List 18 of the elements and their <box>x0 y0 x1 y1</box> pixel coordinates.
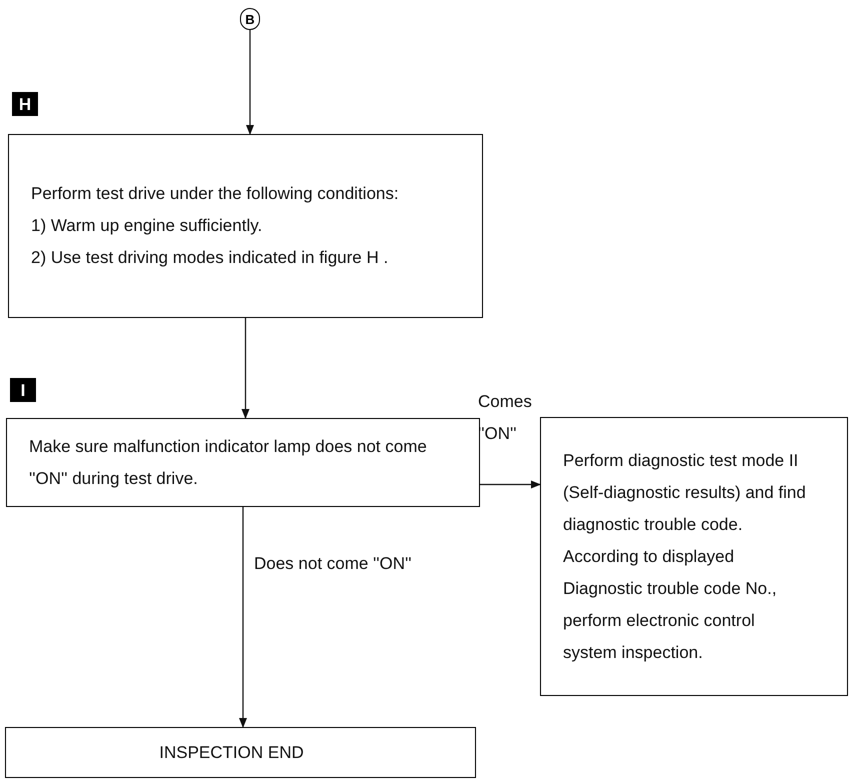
process-box <box>5 727 476 778</box>
process-box <box>6 418 480 507</box>
process-box <box>8 134 483 318</box>
step-badge: I <box>10 378 36 402</box>
arrow <box>239 507 247 728</box>
arrow <box>480 480 541 488</box>
step-badge: H <box>12 92 38 116</box>
arrow <box>246 30 254 135</box>
arrow <box>242 318 250 419</box>
edge-label: Does not come ''ON'' <box>254 553 413 575</box>
box-text: 1) Warm up engine sufficiently. <box>31 215 264 237</box>
process-box <box>540 417 848 696</box>
box-text: Perform test drive under the following conditions: <box>31 183 400 205</box>
box-text: Perform diagnostic test mode II (Self-diagnostic results) and find diagnostic trouble code. According to displayed Diagnostic trouble code No., perform electronic control system inspection. <box>563 450 807 664</box>
box-text: Make sure malfunction indicator lamp does not come ''ON'' during test drive. <box>29 436 428 490</box>
edge-label: Comes ''ON'' <box>478 391 533 445</box>
box-text: 2) Use test driving modes indicated in figure H . <box>31 247 390 269</box>
box-text: INSPECTION END <box>159 742 304 764</box>
